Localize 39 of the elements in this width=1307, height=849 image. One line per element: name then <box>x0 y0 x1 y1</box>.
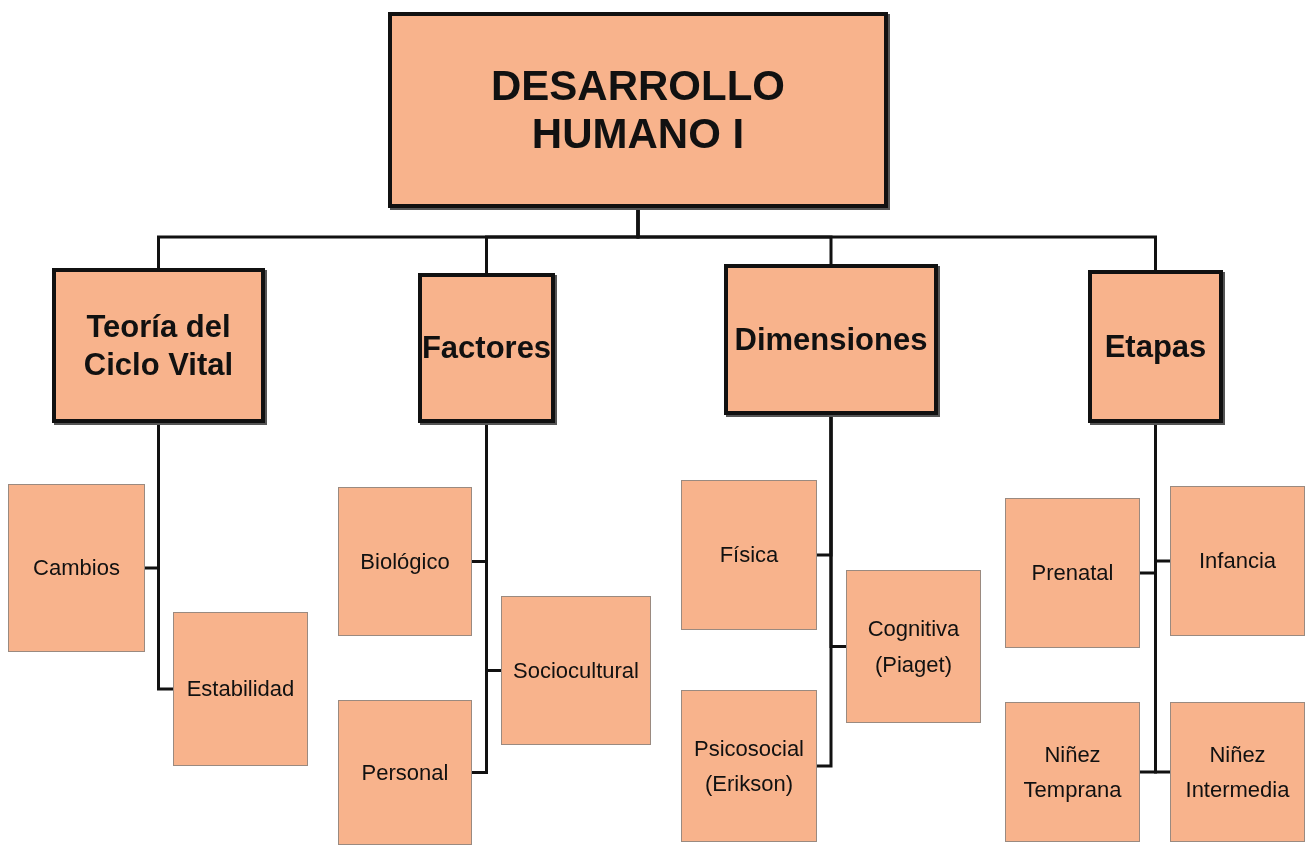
item-label: Niñez Intermedia <box>1184 740 1291 804</box>
item-box <box>1005 702 1140 842</box>
item-label: Niñez Temprana <box>1022 740 1123 804</box>
item-box <box>8 484 145 652</box>
category-box <box>724 264 938 415</box>
item-box <box>681 480 817 630</box>
item-box <box>338 700 472 845</box>
item-label: Cognitiva (Piaget) <box>866 615 961 679</box>
category-box <box>418 273 555 423</box>
item-label: Cambios <box>32 554 121 583</box>
category-label: Etapas <box>1103 327 1208 366</box>
item-box <box>1005 498 1140 648</box>
item-label: Física <box>718 541 780 570</box>
item-box <box>681 690 817 842</box>
item-label: Sociocultural <box>512 656 640 685</box>
category-label: Dimensiones <box>733 320 929 359</box>
title-text: DESARROLLO HUMANO I <box>490 62 786 158</box>
item-label: Personal <box>360 758 450 787</box>
item-box <box>1170 702 1305 842</box>
item-box <box>338 487 472 636</box>
item-label: Psicosocial (Erikson) <box>692 734 805 798</box>
item-label: Estabilidad <box>185 675 296 704</box>
item-box <box>1170 486 1305 636</box>
item-label: Prenatal <box>1030 559 1115 588</box>
connector-line <box>157 423 173 691</box>
connector-line <box>817 415 833 768</box>
title-box <box>388 12 888 208</box>
connector-line <box>1154 423 1170 774</box>
connector-line <box>472 423 488 774</box>
item-label: Biológico <box>359 547 451 576</box>
category-label: Factores <box>420 329 553 367</box>
category-label: Teoría del Ciclo Vital <box>82 308 235 383</box>
item-label: Infancia <box>1197 547 1278 576</box>
connector-line <box>636 208 1157 270</box>
category-box <box>1088 270 1223 423</box>
category-box <box>52 268 265 423</box>
item-box <box>501 596 651 745</box>
item-box <box>846 570 981 723</box>
item-box <box>173 612 308 766</box>
